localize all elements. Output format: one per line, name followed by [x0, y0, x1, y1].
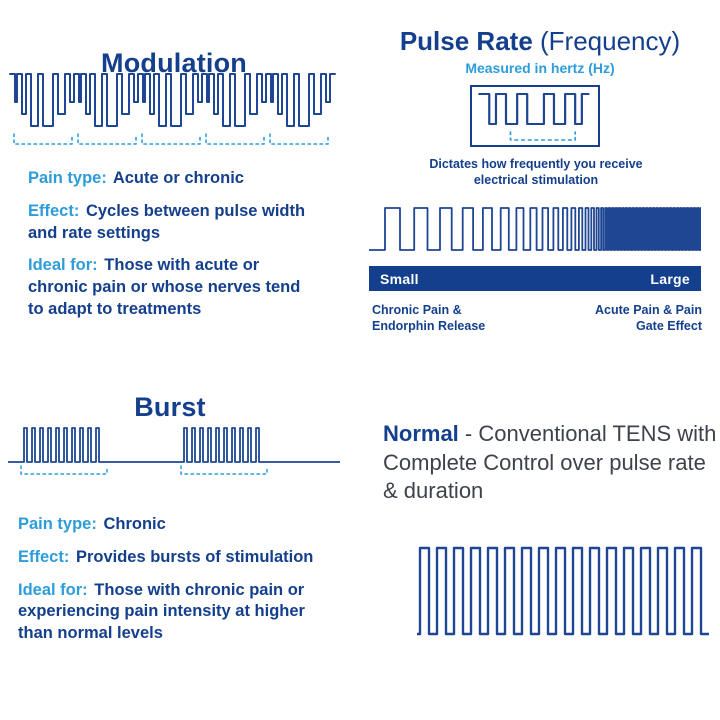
modulation-info: Pain type: Acute or chronic Effect: Cycl…	[28, 168, 318, 332]
modulation-effect-row: Effect: Cycles between pulse width and r…	[28, 201, 318, 245]
modulation-waveform	[9, 73, 336, 145]
pulse-waveform-box	[470, 85, 600, 147]
modulation-pain-type-row: Pain type: Acute or chronic	[28, 168, 318, 190]
normal-waveform	[417, 546, 709, 636]
effect-label: Effect:	[28, 201, 80, 220]
pulse-rate-title-main: Pulse Rate	[399, 26, 533, 56]
modulation-ideal-row: Ideal for: Those with acute or chronic p…	[28, 255, 318, 320]
pain-type-label: Pain type:	[28, 169, 107, 187]
pain-type-value: Chronic	[103, 515, 166, 533]
ideal-for-value: Those with acute or chronic pain or whos…	[28, 256, 301, 318]
burst-waveform	[8, 427, 340, 475]
burst-effect-row: Effect: Provides bursts of stimulation	[18, 547, 330, 569]
burst-ideal-row: Ideal for: Those with chronic pain or ex…	[18, 580, 330, 645]
ideal-for-label: Ideal for:	[28, 256, 98, 275]
pulse-rate-caption: Dictates how frequently you receive elec…	[429, 157, 643, 187]
scale-small-label: Small	[380, 270, 419, 287]
burst-title: Burst	[134, 392, 206, 423]
ideal-for-label: Ideal for:	[18, 580, 88, 599]
normal-paragraph: Normal - Conventional TENS with Complete…	[383, 420, 719, 506]
effect-label: Effect:	[18, 547, 70, 566]
pulse-box-waveform	[478, 93, 590, 141]
normal-description: - Conventional TENS with Complete Contro…	[383, 421, 717, 504]
burst-pain-type-row: Pain type: Chronic	[18, 514, 330, 536]
pain-type-label: Pain type:	[18, 515, 97, 533]
burst-info: Pain type: Chronic Effect: Provides burs…	[18, 514, 330, 656]
pulse-rate-title-suffix: (Frequency)	[540, 26, 681, 56]
low-frequency-description: Chronic Pain & Endorphin Release	[372, 303, 486, 334]
scale-large-label: Large	[650, 270, 690, 287]
measured-in-hertz-subtitle: Measured in hertz (Hz)	[465, 60, 615, 76]
high-frequency-description: Acute Pain & Pain Gate Effect	[595, 303, 702, 334]
normal-title: Normal	[383, 421, 459, 446]
frequency-sweep-waveform	[369, 207, 701, 251]
pulse-rate-title: Pulse Rate (Frequency)	[362, 26, 718, 57]
pain-type-value: Acute or chronic	[112, 169, 244, 187]
ideal-for-value: Those with chronic pain or experiencing …	[18, 580, 305, 643]
effect-value: Provides bursts of stimulation	[75, 547, 314, 566]
effect-value: Cycles between pulse width and rate sett…	[28, 201, 306, 242]
frequency-scale-bar: Small Large	[369, 266, 701, 291]
